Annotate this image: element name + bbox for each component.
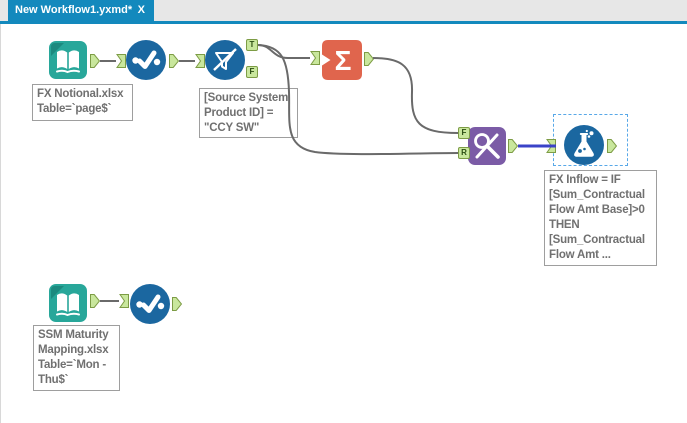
find-replace-icon xyxy=(468,127,506,165)
annotation-filter[interactable]: [Source System Product ID] = "CCY SW" xyxy=(199,88,298,138)
output-anchor[interactable] xyxy=(90,294,101,308)
output-anchor[interactable] xyxy=(364,52,375,66)
filter-false-output-anchor[interactable]: F xyxy=(246,66,258,78)
input-data-book-icon xyxy=(49,41,87,79)
annotation-input-ssm[interactable]: SSM Maturity Mapping.xlsx Table=`Mon - T… xyxy=(33,325,120,391)
annotation-input-fx-notional[interactable]: FX Notional.xlsx Table=`page$` xyxy=(32,84,133,121)
summarize-sigma-icon: Σ xyxy=(322,40,362,80)
input-anchor[interactable] xyxy=(116,54,126,68)
tool-filter[interactable] xyxy=(205,40,245,80)
find-replace-replace-input-anchor[interactable]: R xyxy=(458,147,470,159)
tool-summarize[interactable]: Σ xyxy=(321,39,363,81)
tab-divider xyxy=(0,21,687,24)
find-replace-find-input-anchor[interactable]: F xyxy=(458,127,470,139)
input-anchor[interactable] xyxy=(310,51,320,65)
output-anchor[interactable] xyxy=(508,139,519,153)
tab-close-icon[interactable]: X xyxy=(137,4,145,16)
filter-true-output-anchor[interactable]: T xyxy=(246,39,258,51)
formula-flask-icon xyxy=(564,125,604,165)
input-anchor[interactable] xyxy=(546,139,556,153)
tool-select-1[interactable] xyxy=(126,40,166,80)
input-anchor[interactable] xyxy=(119,294,129,308)
select-check-icon xyxy=(126,40,166,80)
output-anchor[interactable] xyxy=(169,54,180,68)
output-anchor[interactable] xyxy=(172,297,183,311)
input-anchor[interactable] xyxy=(195,54,205,68)
filter-funnel-icon xyxy=(205,40,245,80)
tool-input-data-ssm[interactable] xyxy=(48,283,88,323)
output-anchor[interactable] xyxy=(607,139,618,153)
input-data-book-icon xyxy=(49,284,87,322)
tool-select-2[interactable] xyxy=(130,284,170,324)
tab-bar xyxy=(0,0,687,21)
annotation-formula[interactable]: FX Inflow = IF [Sum_Contractual Flow Amt… xyxy=(544,170,657,266)
output-anchor[interactable] xyxy=(90,54,101,68)
workflow-tab-title: New Workflow1.yxmd* xyxy=(15,4,133,16)
tool-input-data-fx-notional[interactable] xyxy=(48,40,88,80)
select-check-icon xyxy=(130,284,170,324)
tool-find-replace[interactable] xyxy=(467,126,507,166)
sigma-glyph: Σ xyxy=(335,45,352,76)
workflow-tab[interactable]: New Workflow1.yxmd* X xyxy=(8,0,154,21)
tool-formula[interactable] xyxy=(564,125,604,165)
